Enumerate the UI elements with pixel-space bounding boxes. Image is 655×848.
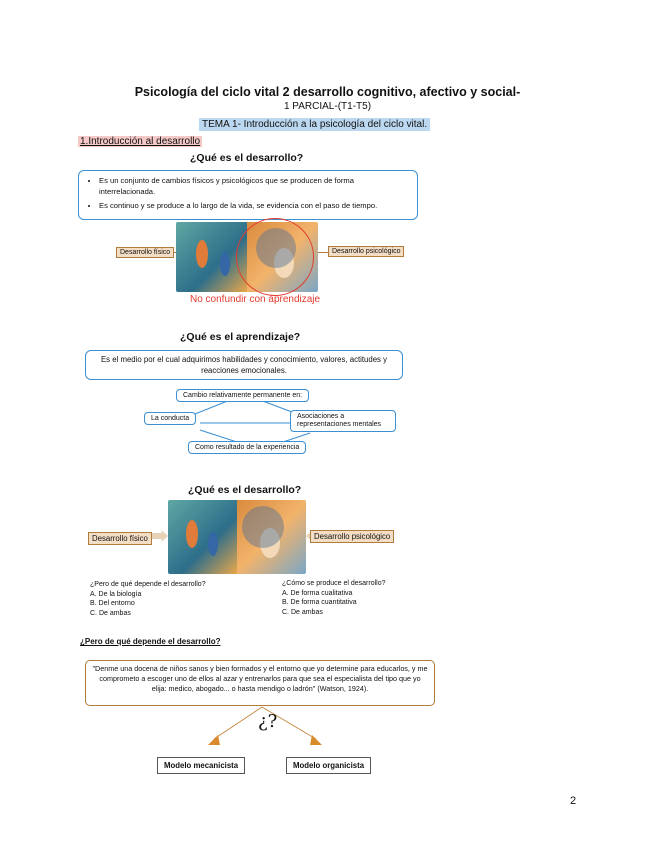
section-heading: 1.Introducción al desarrollo — [78, 136, 203, 147]
aprendizaje-definition-box: Es el medio por el cual adquirimos habil… — [85, 350, 403, 380]
page-number: 2 — [570, 795, 577, 807]
bullet-item: Es continuo y se produce a lo largo de l… — [99, 200, 409, 211]
model-arrows — [208, 706, 322, 745]
modelo-organicista-box: Modelo organicista — [286, 757, 372, 774]
quiz-option: B. De forma cuantitativa — [282, 599, 357, 606]
warning-text: No confundir con aprendizaje — [190, 294, 321, 305]
quiz-option: A. De la biología — [90, 590, 142, 598]
diagram-node-left: La conducta — [144, 412, 197, 425]
question-mark: ¿? — [258, 711, 278, 732]
arrow-right-icon — [152, 530, 168, 542]
bullet-item: Es un conjunto de cambios físicos y psic… — [99, 175, 409, 197]
quiz-question: ¿Pero de qué depende el desarrollo? — [90, 581, 206, 588]
question-desarrollo-1: ¿Qué es el desarrollo? — [190, 152, 304, 164]
quiz-option: A. De forma cualitativa — [282, 589, 353, 597]
quiz-option: B. Del entorno — [90, 600, 135, 607]
modelo-mecanicista-box: Modelo mecanicista — [157, 757, 246, 774]
document-subtitle: 1 PARCIAL-(T1-T5) — [283, 101, 372, 112]
arrow-line — [318, 252, 328, 253]
diagram-node-bottom: Como resultado de la experiencia — [188, 441, 307, 454]
tag-desarrollo-fisico-2: Desarrollo físico — [88, 532, 152, 545]
tag-desarrollo-fisico: Desarrollo físico — [116, 247, 175, 258]
highlight-circle — [236, 218, 314, 296]
diagram-node-top: Cambio relativamente permanente en: — [176, 389, 310, 402]
diagram-node-right: Asociaciones a representaciones mentales — [290, 410, 396, 432]
desarrollo-illustration-2 — [168, 500, 306, 574]
watson-quote-box: "Denme una docena de niños sanos y bien … — [85, 660, 435, 706]
question-aprendizaje: ¿Qué es el aprendizaje? — [180, 331, 301, 343]
question-desarrollo-2: ¿Qué es el desarrollo? — [188, 484, 302, 496]
tema-heading: TEMA 1- Introducción a la psicología del… — [199, 118, 431, 131]
quiz-left: ¿Pero de qué depende el desarrollo? A. D… — [90, 580, 206, 618]
quiz-question: ¿Cómo se produce el desarrollo? — [282, 580, 386, 587]
quiz-right: ¿Cómo se produce el desarrollo? A. De fo… — [282, 579, 386, 617]
quiz-option: C. De ambas — [90, 609, 131, 617]
desarrollo-definition-box: Es un conjunto de cambios físicos y psic… — [78, 170, 418, 220]
tag-desarrollo-psicologico-2: Desarrollo psicológico — [310, 530, 395, 543]
quiz-option: C. De ambas — [282, 608, 323, 616]
document-title: Psicología del ciclo vital 2 desarrollo … — [134, 85, 521, 99]
tag-desarrollo-psicologico: Desarrollo psicológico — [328, 246, 405, 257]
question-depende: ¿Pero de qué depende el desarrollo? — [80, 637, 221, 646]
